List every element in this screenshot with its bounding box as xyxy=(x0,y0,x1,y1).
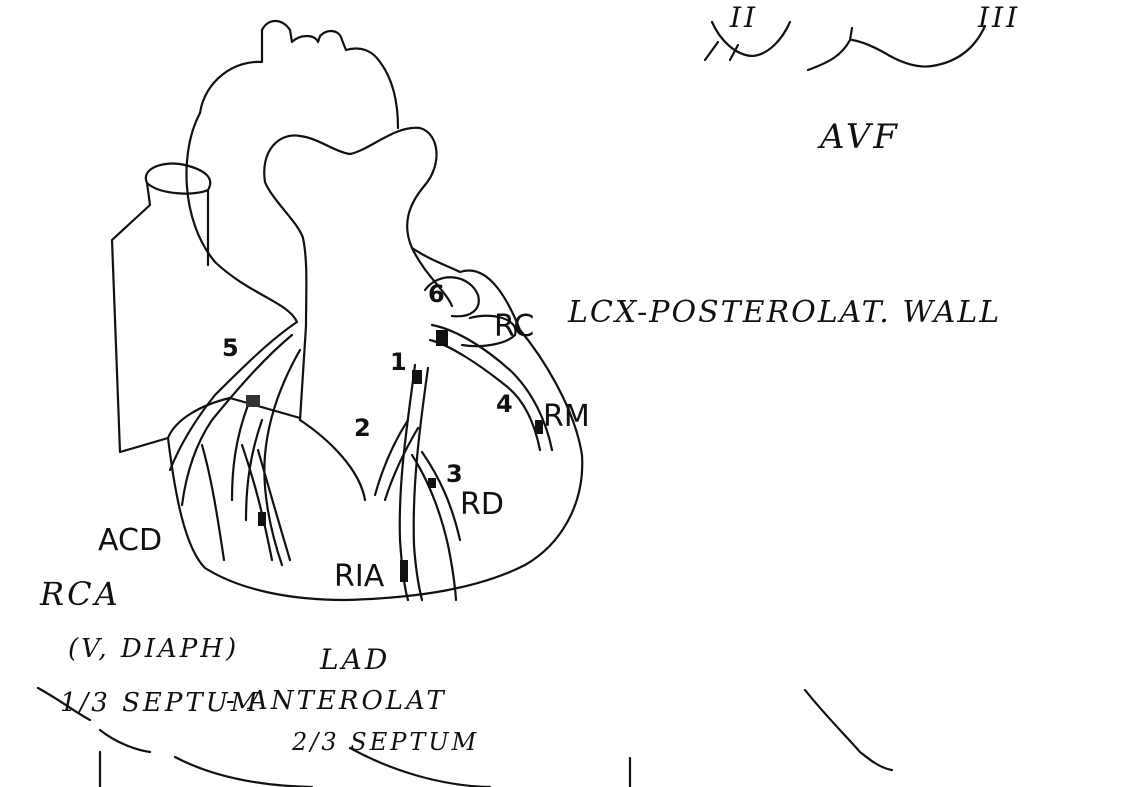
note-lcx: LCX-POSTEROLAT. WALL xyxy=(568,298,1001,328)
stenosis-5 xyxy=(246,395,260,407)
pen-stroke-right xyxy=(805,690,892,770)
segment-2-label: 2 xyxy=(354,416,371,440)
stenosis-ria xyxy=(400,560,408,582)
note-lad: LAD xyxy=(320,646,390,674)
aortic-arch xyxy=(200,21,398,128)
note-rca-desc: (V, DIAPH) xyxy=(68,636,239,662)
note-lad-septum: 2/3 SEPTUM xyxy=(292,730,479,754)
aorta-left xyxy=(186,113,297,322)
ecg-lead-avf-label: AVF xyxy=(820,120,900,154)
stenosis-rca-branch xyxy=(258,512,266,526)
ecg-lead-ii-wave xyxy=(705,42,738,60)
diagonal-branch xyxy=(375,420,418,500)
note-rca: RCA xyxy=(40,578,121,610)
segment-1-label: 1 xyxy=(390,350,407,374)
segment-6-label: 6 xyxy=(428,282,445,306)
rca-branch-c xyxy=(202,445,224,560)
ecg-lead-ii-label: II xyxy=(730,4,758,32)
stenosis-6 xyxy=(436,330,448,346)
stenosis-1 xyxy=(412,370,422,384)
vessel-rd-label: RD xyxy=(460,490,504,520)
segment-5-label: 5 xyxy=(222,336,239,360)
superior-vena-cava xyxy=(112,164,210,452)
pen-stroke-center xyxy=(175,757,312,787)
vessel-rm-label: RM xyxy=(543,402,590,432)
vessel-acd-label: ACD xyxy=(98,526,162,556)
segment-3-label: 3 xyxy=(446,462,463,486)
note-lad-desc: - ANTEROLAT xyxy=(226,688,447,714)
stenosis-rd xyxy=(428,478,436,488)
ecg-lead-iii-label: III xyxy=(978,4,1020,32)
segment-4-label: 4 xyxy=(496,392,513,416)
vessel-ria-label: RIA xyxy=(334,562,384,592)
pulmonary-trunk xyxy=(264,128,452,306)
ecg-lead-iii xyxy=(808,26,985,70)
heart-outline xyxy=(168,248,582,600)
vessel-rc-label: RC xyxy=(494,312,534,342)
stenosis-rm xyxy=(535,420,543,434)
superior-vena-cava-rim xyxy=(147,183,208,194)
